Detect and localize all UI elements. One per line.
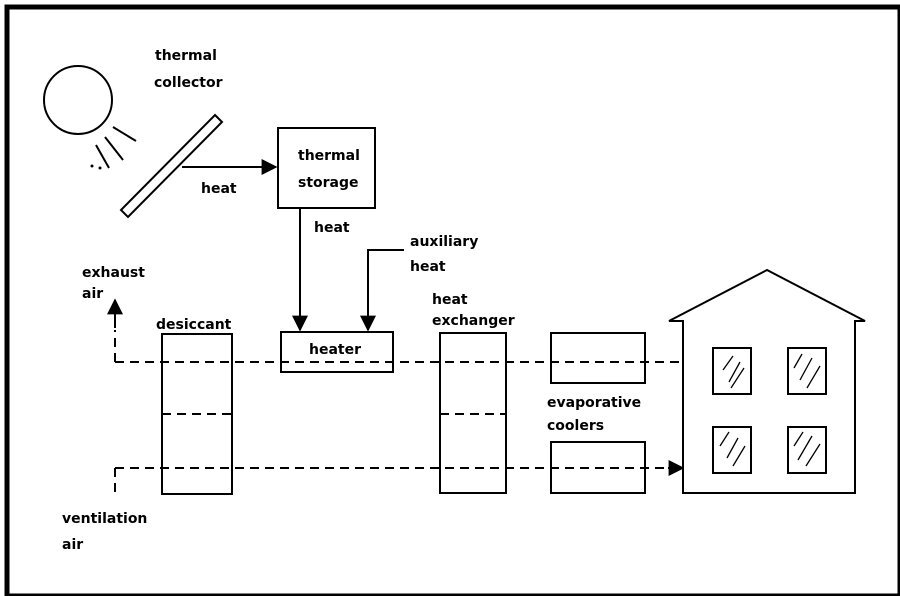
heat-collector-label: heat	[201, 181, 237, 197]
evaporative-coolers-label-2: coolers	[547, 418, 604, 434]
window-icon	[713, 348, 751, 394]
auxiliary-heat-label-2: heat	[410, 259, 446, 275]
thermal-storage-label-2: storage	[298, 175, 359, 191]
heat-exchanger-label-1: heat	[432, 292, 468, 308]
window-icon	[788, 427, 826, 473]
heat-exchanger-label-2: exchanger	[432, 313, 515, 329]
desiccant-label: desiccant	[156, 317, 232, 333]
sun-icon	[44, 66, 136, 170]
thermal-storage-label-1: thermal	[298, 148, 360, 164]
thermal-collector-label-1: thermal	[155, 48, 217, 64]
auxiliary-heat-label-1: auxiliary	[410, 234, 478, 250]
ventilation-air-label-1: ventilation	[62, 511, 147, 527]
thermal-storage-box	[278, 128, 375, 208]
heater-label: heater	[309, 342, 361, 358]
window-icon	[788, 348, 826, 394]
exhaust-air-label-2: air	[82, 286, 103, 302]
exhaust-air-label-1: exhaust	[82, 265, 145, 281]
thermal-collector-label-2: collector	[154, 75, 223, 91]
auxiliary-heat-arrow	[368, 250, 404, 330]
evaporative-coolers-label-1: evaporative	[547, 395, 641, 411]
evaporative-cooler-top	[551, 333, 645, 383]
house-icon	[669, 270, 865, 493]
ventilation-air-label-2: air	[62, 537, 83, 553]
window-icon	[713, 427, 751, 473]
heat-storage-label: heat	[314, 220, 350, 236]
